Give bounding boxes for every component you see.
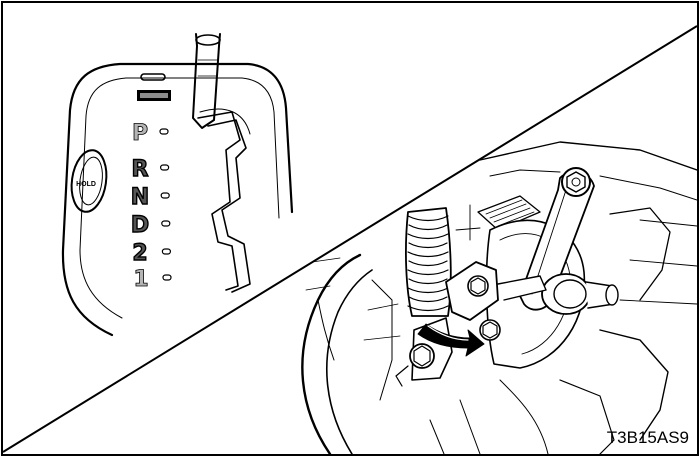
gear-letter-d: D [131, 213, 149, 238]
panel-divider [2, 25, 698, 453]
shift-boot [405, 207, 452, 317]
boot-ribs [407, 215, 449, 312]
shift-lever [192, 33, 221, 129]
boot-rib [407, 215, 449, 222]
wheel-rim-inner [325, 269, 373, 454]
hold-button [70, 149, 108, 213]
shift-console-panel [61, 33, 294, 337]
boot-rib [408, 224, 448, 231]
vent-grille [477, 195, 541, 231]
boot-rib [407, 305, 449, 312]
gear-led-p [159, 128, 169, 135]
indicator-lamp-top [140, 73, 166, 81]
gear-letter-2: 2 [132, 241, 147, 266]
housing-top [479, 141, 697, 171]
wheel-rim-outer [301, 253, 362, 454]
gear-indicator-leds [159, 128, 172, 281]
linkage-panel [301, 141, 697, 454]
direction-arrow [417, 323, 485, 357]
gear-led-r [160, 164, 170, 171]
boot-rib [408, 260, 448, 267]
gear-letter-p: P [132, 121, 148, 146]
boot-rib [407, 233, 449, 240]
boot-rib [408, 278, 448, 285]
gear-led-n [160, 192, 170, 199]
boot-rib [408, 296, 448, 303]
figure-code: T3B15AS9 [607, 428, 689, 447]
gear-led-2 [161, 248, 171, 255]
boot-rib [407, 251, 449, 258]
gear-led-d [161, 220, 171, 227]
gear-letter-n: N [131, 185, 149, 210]
boot-rib [408, 242, 448, 249]
boot-rib [407, 287, 449, 294]
lever-knob-base [195, 34, 221, 46]
hold-label: HOLD [76, 181, 96, 188]
gear-led-1 [162, 274, 172, 281]
shift-gate-right [207, 119, 251, 293]
gear-letter-r: R [132, 157, 149, 182]
console-bevel [79, 77, 280, 319]
gear-letter-1: 1 [133, 267, 148, 292]
shift-gate-left [197, 111, 241, 291]
console-outline [61, 62, 294, 337]
boot-rib [407, 269, 449, 276]
